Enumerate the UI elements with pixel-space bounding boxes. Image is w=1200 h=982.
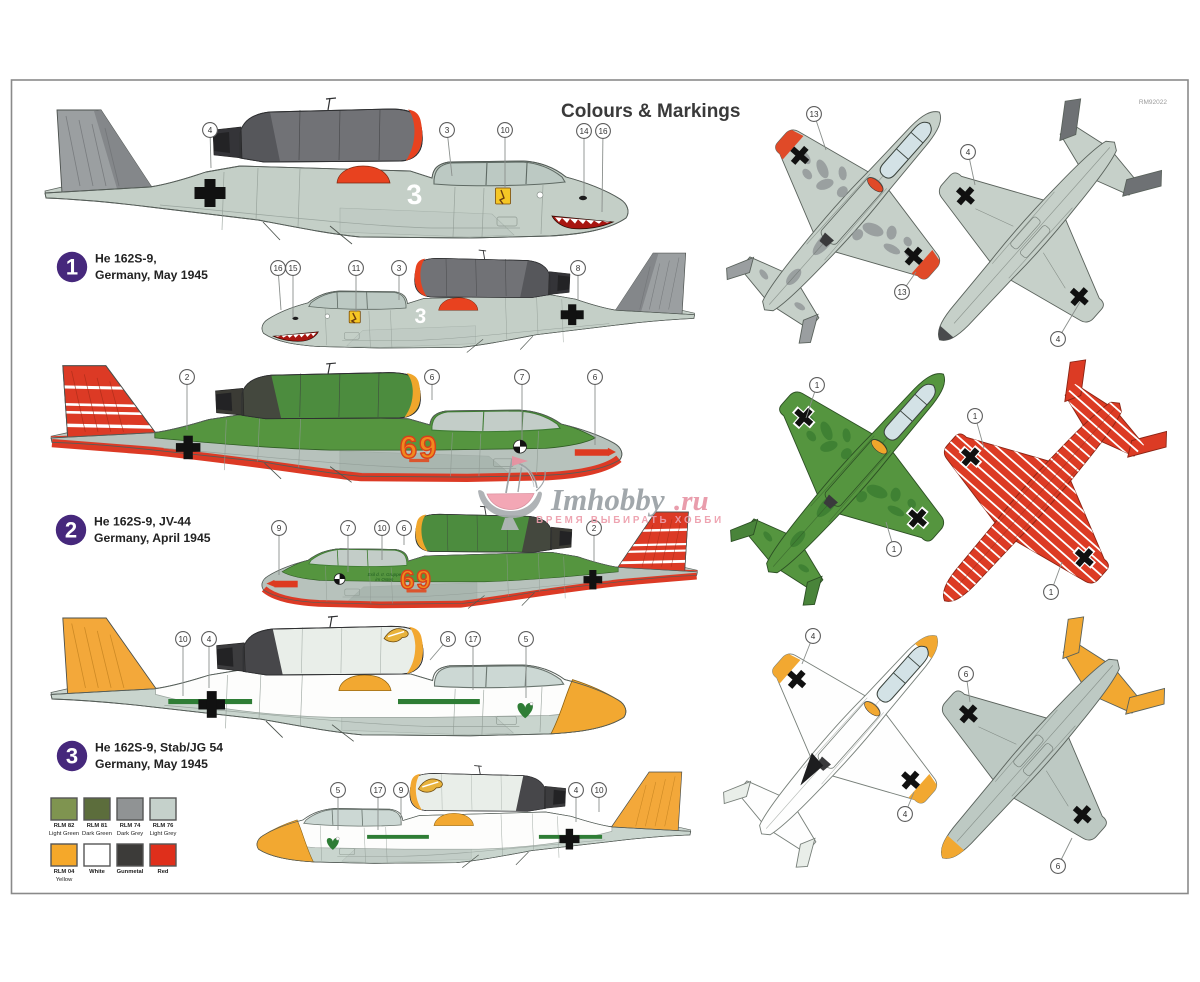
svg-text:Dark Grey: Dark Grey	[117, 831, 144, 837]
svg-text:13: 13	[809, 110, 819, 119]
svg-text:Imhobby: Imhobby	[550, 482, 665, 517]
svg-text:4: 4	[207, 635, 212, 644]
svg-text:8: 8	[446, 635, 451, 644]
svg-text:13: 13	[897, 288, 907, 297]
svg-text:Light Grey: Light Grey	[150, 831, 177, 837]
svg-text:Colours & Markings: Colours & Markings	[561, 101, 740, 122]
svg-text:7: 7	[346, 524, 351, 533]
svg-text:.ru: .ru	[674, 485, 709, 517]
svg-text:10: 10	[594, 786, 604, 795]
svg-text:RM92022: RM92022	[1139, 99, 1168, 106]
svg-text:1: 1	[892, 545, 897, 554]
svg-text:4: 4	[903, 810, 908, 819]
svg-text:White: White	[89, 869, 106, 875]
svg-text:1: 1	[1049, 588, 1054, 597]
svg-text:3: 3	[414, 305, 427, 329]
svg-text:Germany, April 1945: Germany, April 1945	[94, 531, 211, 545]
svg-text:15: 15	[288, 264, 298, 273]
svg-text:6: 6	[402, 524, 407, 533]
svg-text:Light Green: Light Green	[49, 831, 79, 837]
svg-text:16: 16	[598, 127, 608, 136]
svg-text:2: 2	[185, 373, 190, 382]
svg-text:ВРЕМЯ ВЫБИРАТЬ ХОББИ: ВРЕМЯ ВЫБИРАТЬ ХОББИ	[536, 515, 724, 526]
svg-text:im Osten: im Osten	[375, 577, 394, 582]
svg-text:RLM 82: RLM 82	[54, 823, 75, 829]
svg-text:4: 4	[966, 148, 971, 157]
svg-text:4: 4	[1056, 335, 1061, 344]
svg-text:1: 1	[66, 255, 78, 280]
svg-text:He 162S-9, JV-44: He 162S-9, JV-44	[94, 515, 191, 529]
svg-text:Gunmetal: Gunmetal	[117, 869, 144, 875]
svg-text:7: 7	[520, 373, 525, 382]
svg-text:9: 9	[399, 786, 404, 795]
svg-text:He 162S-9, Stab/JG 54: He 162S-9, Stab/JG 54	[95, 741, 223, 755]
svg-text:3: 3	[445, 126, 450, 135]
svg-text:2: 2	[65, 518, 77, 543]
svg-text:Dark Green: Dark Green	[82, 831, 112, 837]
svg-text:14: 14	[579, 127, 589, 136]
svg-text:Germany, May 1945: Germany, May 1945	[95, 757, 208, 771]
svg-text:3: 3	[397, 264, 402, 273]
svg-text:5: 5	[524, 635, 529, 644]
svg-text:RLM 74: RLM 74	[120, 823, 141, 829]
svg-text:4: 4	[811, 632, 816, 641]
svg-text:9: 9	[277, 524, 282, 533]
svg-text:5: 5	[336, 786, 341, 795]
svg-text:He 162S-9,: He 162S-9,	[95, 252, 157, 266]
svg-text:3: 3	[66, 744, 78, 769]
svg-text:3: 3	[405, 179, 423, 211]
svg-text:8: 8	[576, 264, 581, 273]
svg-text:17: 17	[373, 786, 383, 795]
svg-text:6: 6	[593, 373, 598, 382]
svg-text:10: 10	[500, 126, 510, 135]
svg-text:10: 10	[178, 635, 188, 644]
svg-text:Exil d. II. Gruppe: Exil d. II. Gruppe	[368, 572, 402, 577]
svg-text:Yellow: Yellow	[56, 877, 73, 883]
svg-text:Germany, May 1945: Germany, May 1945	[95, 268, 208, 282]
svg-text:Red: Red	[158, 869, 169, 875]
svg-text:4: 4	[208, 126, 213, 135]
svg-text:11: 11	[352, 264, 361, 273]
svg-text:2: 2	[592, 524, 597, 533]
svg-text:17: 17	[468, 635, 478, 644]
svg-text:16: 16	[273, 264, 283, 273]
svg-text:6: 6	[1056, 862, 1061, 871]
svg-text:6: 6	[964, 670, 969, 679]
svg-text:1: 1	[815, 381, 820, 390]
svg-text:1: 1	[973, 412, 978, 421]
svg-text:10: 10	[377, 524, 387, 533]
svg-text:RLM 04: RLM 04	[54, 869, 75, 875]
svg-text:6: 6	[430, 373, 435, 382]
svg-text:RLM 81: RLM 81	[87, 823, 108, 829]
svg-text:RLM 76: RLM 76	[153, 823, 174, 829]
svg-text:4: 4	[574, 786, 579, 795]
